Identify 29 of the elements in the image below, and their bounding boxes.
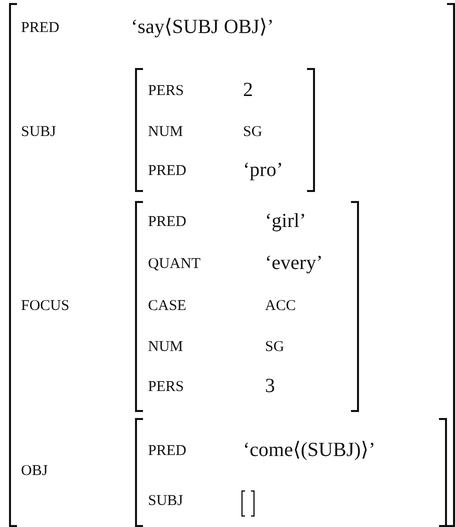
attribute-name: PERS [148, 379, 184, 396]
attribute-value: ‘say⟨SUBJ OBJ⟩’ [131, 16, 274, 39]
attribute-name: NUM [148, 124, 184, 142]
attribute-value: 2 [243, 79, 253, 102]
attribute-value: 3 [265, 375, 275, 398]
empty-brackets [242, 491, 254, 516]
attribute-value: ‘pro’ [243, 159, 283, 182]
attribute-value: ‘girl’ [265, 210, 306, 233]
attribute-name: PRED [148, 443, 186, 460]
attribute-name: NUM [148, 339, 184, 356]
attribute-value: ‘come⟨(SUBJ)⟩’ [243, 439, 376, 462]
attribute-value-matrix [136, 419, 446, 526]
attribute-value: SG [243, 124, 262, 142]
attribute-name: PRED [148, 163, 186, 180]
attribute-name: CASE [148, 298, 186, 316]
attribute-name: OBJ [21, 463, 48, 480]
attribute-value: ‘every’ [265, 252, 323, 275]
attribute-name: QUANT [148, 256, 200, 274]
attribute-name: SUBJ [148, 493, 184, 510]
attribute-name: PRED [21, 20, 60, 38]
attribute-value-matrix [136, 69, 314, 191]
attribute-name: PRED [148, 214, 186, 232]
attribute-name: FOCUS [21, 298, 70, 316]
attribute-value-matrix [136, 202, 358, 411]
attribute-name: SUBJ [21, 124, 56, 142]
attribute-name: PERS [148, 83, 184, 100]
attribute-value: ACC [265, 298, 296, 316]
attribute-value-matrix [10, 4, 454, 526]
attribute-value: SG [265, 339, 284, 356]
